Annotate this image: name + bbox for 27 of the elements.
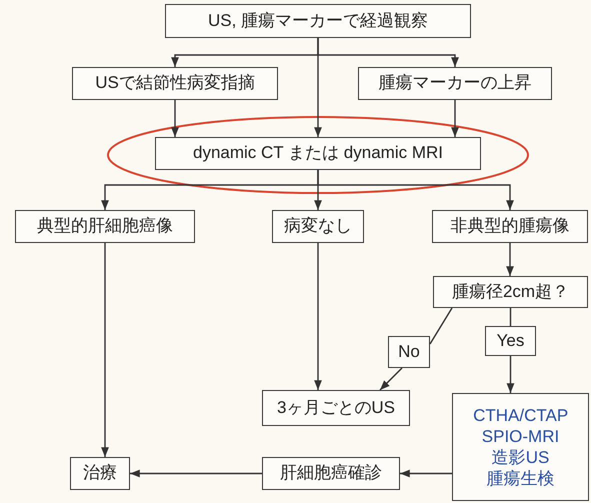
arrow bbox=[400, 470, 452, 478]
arrow bbox=[317, 170, 514, 210]
process-box: 治療 bbox=[70, 457, 130, 490]
answer-box: No bbox=[388, 336, 430, 368]
arrow bbox=[380, 368, 402, 390]
process-box: 非典型的腫瘍像 bbox=[432, 210, 588, 243]
process-box: 3ヶ月ごとのUS bbox=[262, 390, 410, 426]
process-box: 腫瘍マーカーの上昇 bbox=[358, 67, 552, 100]
arrow bbox=[314, 38, 322, 137]
decision-box: 腫瘍径2cm超？ bbox=[433, 276, 588, 308]
process-box: USで結節性病変指摘 bbox=[72, 67, 278, 100]
process-box: US, 腫瘍マーカーで経過観察 bbox=[165, 4, 471, 38]
arrow bbox=[451, 100, 459, 137]
arrow bbox=[101, 243, 109, 457]
process-box: dynamic CT または dynamic MRI bbox=[155, 137, 481, 170]
connector-line bbox=[510, 308, 512, 326]
arrow bbox=[171, 100, 179, 137]
arrow bbox=[506, 356, 514, 393]
arrow bbox=[130, 470, 262, 478]
process-box: 典型的肝細胞癌像 bbox=[15, 210, 195, 243]
process-box: 肝細胞癌確診 bbox=[262, 457, 400, 490]
arrow bbox=[506, 243, 514, 276]
process-box: CTHA/CTAP SPIO-MRI 造影US 腫瘍生検 bbox=[452, 393, 589, 501]
arrow bbox=[314, 243, 322, 390]
answer-box: Yes bbox=[485, 326, 536, 356]
connector-line bbox=[429, 308, 453, 344]
process-box: 病変なし bbox=[272, 210, 364, 243]
